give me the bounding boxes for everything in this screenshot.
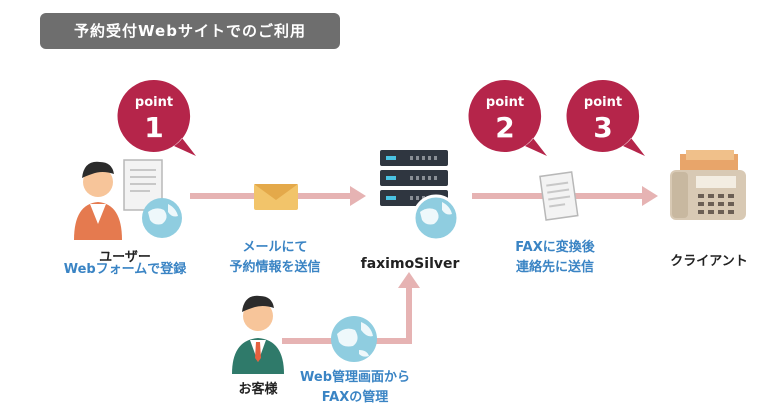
- server-label: faximoSilver: [360, 256, 460, 272]
- document-icon: [539, 171, 579, 221]
- fax-machine-icon: [670, 150, 746, 220]
- arrow-head-server-to-client: [642, 186, 658, 206]
- customer-icon: [232, 295, 284, 374]
- fax-step-label-2: 連絡先に送信: [515, 260, 594, 275]
- server-icon: [380, 150, 460, 242]
- arrow-customer-vertical: [406, 286, 412, 344]
- send-step-label-1: メールにて: [242, 240, 308, 255]
- client-label: クライアント: [670, 254, 748, 269]
- globe-icon: [331, 316, 377, 362]
- speech-bubble-icon: [117, 79, 196, 156]
- arrow-head-customer-to-server: [398, 272, 420, 288]
- point-badge-3: point 3: [565, 78, 647, 160]
- speech-bubble-icon: [468, 79, 547, 156]
- envelope-icon: [254, 184, 298, 210]
- user-label: ユーザー: [99, 250, 151, 265]
- speech-bubble-icon: [566, 79, 645, 156]
- user-icon: [74, 159, 182, 240]
- point-badge-1: point 1: [116, 78, 198, 160]
- manage-step-label-1: Web管理画面から: [300, 370, 410, 385]
- manage-step-label-2: FAXの管理: [321, 390, 389, 405]
- user-action-label: Webフォームで登録: [63, 262, 187, 277]
- fax-step-label-1: FAXに変換後: [515, 240, 595, 255]
- page-title: 予約受付Webサイトでのご利用: [40, 13, 340, 49]
- point-badge-2: point 2: [467, 78, 549, 160]
- send-step-label-2: 予約情報を送信: [229, 260, 321, 275]
- arrow-head-user-to-server: [350, 186, 366, 206]
- customer-label: お客様: [238, 382, 278, 397]
